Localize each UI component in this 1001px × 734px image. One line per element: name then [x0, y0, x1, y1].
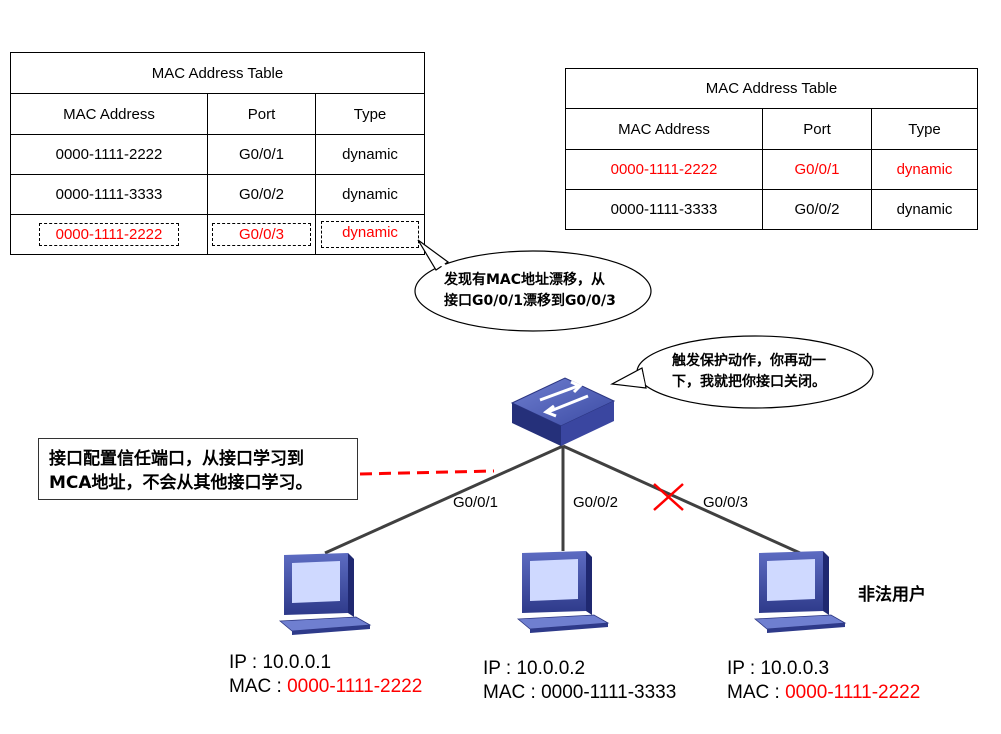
cell-port: G0/0/2 [207, 174, 316, 215]
switch-icon [510, 377, 616, 446]
port-label-g003: G0/0/3 [703, 494, 749, 511]
pc-icon [278, 553, 372, 635]
host-3-info: IP : 10.0.0.3 MAC : 0000-1111-2222 [727, 657, 920, 705]
cell-port: G0/0/3 [211, 223, 312, 246]
trusted-port-note: 接口配置信任端口，从接口学习到 MCA地址，不会从其他接口学习。 [38, 438, 358, 500]
column-header-port: Port [207, 93, 316, 135]
left-mac-table: MAC Address Table MAC Address Port Type … [10, 52, 425, 255]
host-mac: 0000-1111-3333 [541, 682, 677, 703]
cell-port: G0/0/1 [207, 134, 316, 175]
host-ip: IP : 10.0.0.3 [727, 658, 830, 679]
table-title: MAC Address Table [10, 52, 425, 94]
host-mac: 0000-1111-2222 [287, 676, 423, 697]
host-ip: IP : 10.0.0.2 [483, 658, 586, 679]
right-mac-table: MAC Address Table MAC Address Port Type … [565, 68, 978, 230]
port-label-g002: G0/0/2 [573, 494, 619, 511]
host-1-info: IP : 10.0.0.1 MAC : 0000-1111-2222 [229, 651, 422, 699]
cell-mac: 0000-1111-3333 [565, 189, 763, 230]
cell-type: dynamic [315, 174, 425, 215]
column-header-type: Type [871, 108, 978, 150]
table-row: 0000-1111-2222 G0/0/1 dynamic [10, 134, 425, 175]
table-row: 0000-1111-3333 G0/0/2 dynamic [10, 174, 425, 215]
host-2-info: IP : 10.0.0.2 MAC : 0000-1111-3333 [483, 657, 676, 705]
drift-speech-bubble [414, 239, 652, 332]
link-g001 [324, 444, 564, 555]
cell-type: dynamic [871, 149, 978, 190]
cell-port: G0/0/1 [762, 149, 872, 190]
cell-type: dynamic [321, 221, 419, 248]
note-connector [359, 469, 495, 476]
table-row: 0000-1111-2222 G0/0/1 dynamic [565, 149, 978, 190]
cell-type: dynamic [315, 134, 425, 175]
port-label-g001: G0/0/1 [453, 494, 499, 511]
table-row: 0000-1111-3333 G0/0/2 dynamic [565, 189, 978, 230]
cell-mac: 0000-1111-2222 [38, 223, 180, 246]
column-header-mac: MAC Address [10, 93, 208, 135]
cell-type: dynamic [871, 189, 978, 230]
host-mac-line: MAC : 0000-1111-3333 [483, 682, 677, 703]
illegal-user-label: 非法用户 [858, 585, 926, 605]
x-mark-icon [653, 483, 684, 511]
host-mac-line: MAC : 0000-1111-2222 [229, 676, 423, 697]
host-ip: IP : 10.0.0.1 [229, 652, 332, 673]
pc-icon [753, 551, 847, 633]
cell-port: G0/0/2 [762, 189, 872, 230]
cell-mac: 0000-1111-2222 [565, 149, 763, 190]
host-mac-line: MAC : 0000-1111-2222 [727, 682, 921, 703]
protect-bubble-text: 触发保护动作，你再动一 下，我就把你接口关闭。 [672, 353, 826, 390]
cell-mac: 0000-1111-2222 [10, 134, 208, 175]
protect-speech-bubble [610, 335, 874, 409]
link-g003 [562, 444, 801, 555]
pc-icon [516, 551, 610, 633]
table-row-drifted: 0000-1111-2222 G0/0/3 dynamic [10, 214, 425, 255]
column-header-port: Port [762, 108, 872, 150]
drift-bubble-text: 发现有MAC地址漂移，从 接口G0/0/1漂移到G0/0/3 [444, 272, 616, 309]
host-mac: 0000-1111-2222 [785, 682, 921, 703]
